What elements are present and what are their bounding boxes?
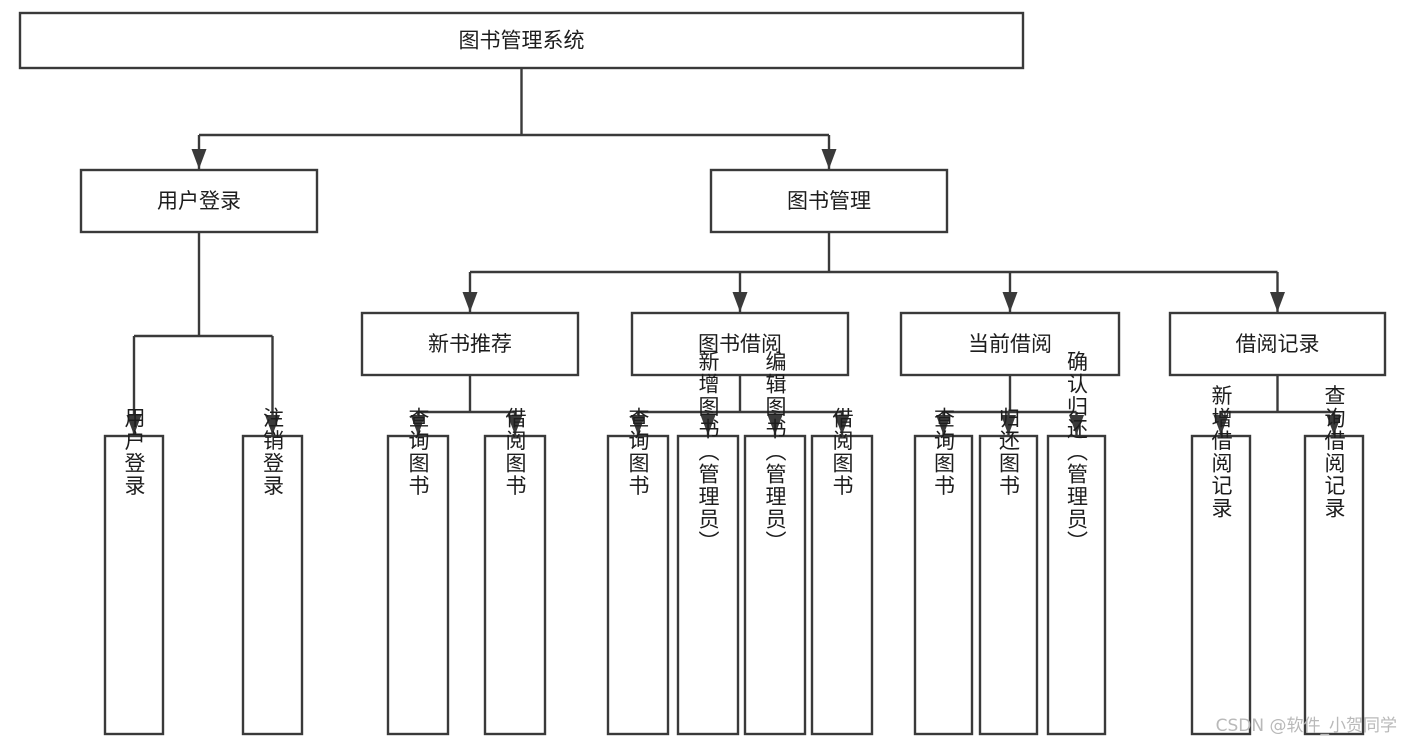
node-box-leaf-add-book[interactable] xyxy=(676,434,740,736)
arrow-head-icon xyxy=(1002,292,1018,312)
node-label-leaf-add-book: 新增图书（管理员） xyxy=(696,351,720,554)
node-label-root: 图书管理系统 xyxy=(459,29,585,53)
node-leaf-confirm-return[interactable]: 确认归还（管理员） xyxy=(1046,351,1107,736)
node-label-book-management: 图书管理 xyxy=(787,189,871,213)
arrow-head-icon xyxy=(630,415,646,435)
node-label-book-borrow: 图书借阅 xyxy=(698,332,782,356)
node-leaf-query-book-2[interactable]: 查询图书 xyxy=(606,407,670,736)
node-box-leaf-query-book-3[interactable] xyxy=(913,434,974,736)
node-leaf-borrow-book-2[interactable]: 借阅图书 xyxy=(810,407,874,736)
arrow-head-icon xyxy=(834,415,850,435)
connectors-layer xyxy=(126,68,1342,435)
node-new-book-recommend[interactable]: 新书推荐 xyxy=(360,311,580,377)
node-leaf-edit-book[interactable]: 编辑图书（管理员） xyxy=(743,351,807,736)
node-label-leaf-query-book-1: 查询图书 xyxy=(406,407,430,497)
node-root[interactable]: 图书管理系统 xyxy=(18,11,1025,70)
arrow-head-icon xyxy=(1069,415,1084,435)
node-box-current-borrow[interactable] xyxy=(899,311,1121,377)
node-label-leaf-return-book: 归还图书 xyxy=(997,407,1021,497)
arrow-head-icon xyxy=(1213,415,1229,435)
node-leaf-return-book[interactable]: 归还图书 xyxy=(978,407,1039,736)
arrow-head-icon xyxy=(462,292,478,312)
arrow-head-icon xyxy=(700,415,716,435)
node-label-leaf-query-book-3: 查询图书 xyxy=(932,407,956,497)
node-current-borrow[interactable]: 当前借阅 xyxy=(899,311,1121,377)
node-box-borrow-record[interactable] xyxy=(1168,311,1387,377)
arrow-head-icon xyxy=(1270,292,1285,312)
arrow-head-icon xyxy=(767,415,783,435)
arrow-head-icon xyxy=(191,149,207,169)
arrow-head-icon xyxy=(936,415,951,435)
node-box-book-borrow[interactable] xyxy=(630,311,850,377)
arrow-head-icon xyxy=(1326,415,1342,435)
node-box-new-book-recommend[interactable] xyxy=(360,311,580,377)
arrow-head-icon xyxy=(732,292,748,312)
node-leaf-borrow-book-1[interactable]: 借阅图书 xyxy=(483,407,547,736)
node-box-leaf-confirm-return[interactable] xyxy=(1046,434,1107,736)
node-label-current-borrow: 当前借阅 xyxy=(968,332,1052,356)
node-box-leaf-query-book-2[interactable] xyxy=(606,434,670,736)
boxes-layer: 图书管理系统用户登录图书管理新书推荐图书借阅当前借阅借阅记录用户登录注销登录查询… xyxy=(18,11,1387,736)
node-box-leaf-query-record[interactable] xyxy=(1303,434,1365,736)
node-user-login[interactable]: 用户登录 xyxy=(79,168,319,234)
node-leaf-add-book[interactable]: 新增图书（管理员） xyxy=(676,351,740,736)
node-borrow-record[interactable]: 借阅记录 xyxy=(1168,311,1387,377)
node-box-leaf-return-book[interactable] xyxy=(978,434,1039,736)
node-book-borrow[interactable]: 图书借阅 xyxy=(630,311,850,377)
arrow-head-icon xyxy=(410,415,426,435)
node-label-user-login: 用户登录 xyxy=(157,189,241,213)
node-label-leaf-user-login: 用户登录 xyxy=(122,407,146,497)
node-leaf-add-record[interactable]: 新增借阅记录 xyxy=(1190,385,1252,736)
arrow-head-icon xyxy=(265,415,280,435)
arrow-head-icon xyxy=(1001,415,1016,435)
node-label-leaf-confirm-return: 确认归还（管理员） xyxy=(1065,351,1089,554)
node-box-leaf-borrow-book-2[interactable] xyxy=(810,434,874,736)
node-label-leaf-edit-book: 编辑图书（管理员） xyxy=(763,351,787,554)
arrow-head-icon xyxy=(126,415,142,435)
node-box-leaf-add-record[interactable] xyxy=(1190,434,1252,736)
node-label-leaf-borrow-book-2: 借阅图书 xyxy=(830,407,854,497)
node-label-leaf-add-record: 新增借阅记录 xyxy=(1209,385,1233,520)
node-box-leaf-logout[interactable] xyxy=(241,434,304,736)
node-leaf-query-book-3[interactable]: 查询图书 xyxy=(913,407,974,736)
node-box-leaf-query-book-1[interactable] xyxy=(386,434,450,736)
node-leaf-query-book-1[interactable]: 查询图书 xyxy=(386,407,450,736)
node-label-leaf-logout: 注销登录 xyxy=(261,407,285,497)
node-box-leaf-borrow-book-1[interactable] xyxy=(483,434,547,736)
node-box-leaf-edit-book[interactable] xyxy=(743,434,807,736)
node-leaf-query-record[interactable]: 查询借阅记录 xyxy=(1303,385,1365,736)
arrow-head-icon xyxy=(821,149,837,169)
node-label-borrow-record: 借阅记录 xyxy=(1236,332,1320,356)
node-box-user-login[interactable] xyxy=(79,168,319,234)
node-leaf-logout[interactable]: 注销登录 xyxy=(241,407,304,736)
node-box-leaf-user-login[interactable] xyxy=(103,434,165,736)
node-leaf-user-login[interactable]: 用户登录 xyxy=(103,407,165,736)
arrow-head-icon xyxy=(507,415,523,435)
node-label-leaf-query-book-2: 查询图书 xyxy=(626,407,650,497)
node-box-root[interactable] xyxy=(18,11,1025,70)
node-label-new-book-recommend: 新书推荐 xyxy=(428,332,512,356)
node-label-leaf-borrow-book-1: 借阅图书 xyxy=(503,407,527,497)
node-label-leaf-query-record: 查询借阅记录 xyxy=(1322,385,1346,520)
node-book-management[interactable]: 图书管理 xyxy=(709,168,949,234)
node-box-book-management[interactable] xyxy=(709,168,949,234)
csdn-watermark: CSDN @软件_小贺同学 xyxy=(1216,716,1397,736)
